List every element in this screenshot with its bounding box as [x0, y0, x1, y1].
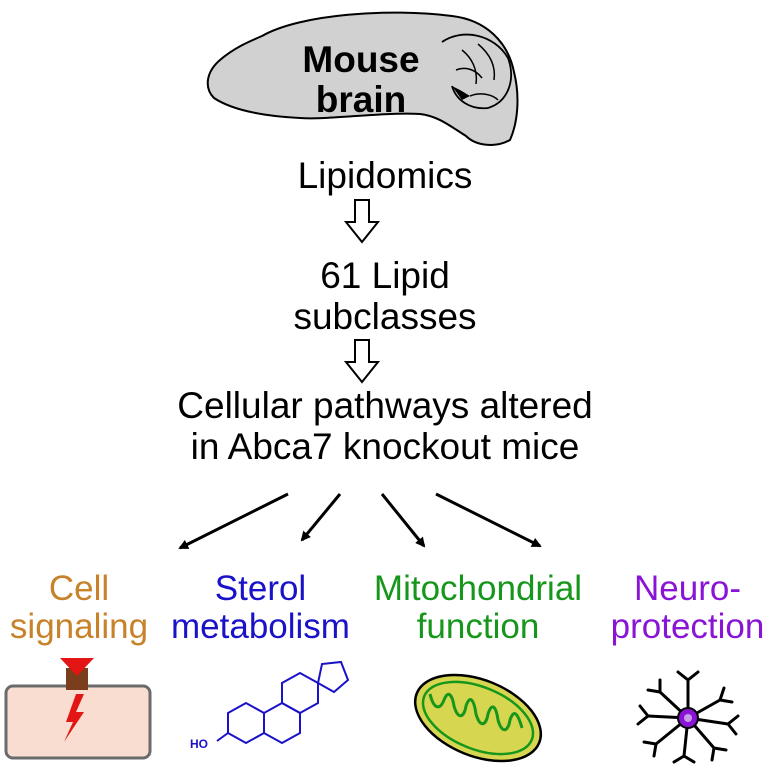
category-neuroprotection: Neuro- protection	[604, 570, 771, 646]
astrocyte-nucleus-core	[684, 714, 692, 722]
mouse-brain-icon	[206, 11, 519, 146]
category-cell-signaling-line2: signaling	[9, 607, 149, 646]
category-cell-signaling-line1: Cell	[48, 569, 110, 608]
sterol-hydroxyl-label: HO	[190, 737, 208, 751]
brain-label-line1: Mouse	[302, 39, 420, 80]
step-pathways-line2: in Abca7 knockout mice	[190, 426, 580, 467]
category-mito-line1: Mitochondrial	[373, 569, 583, 608]
category-neuro-line1: Neuro-	[634, 569, 741, 608]
brain-label: Mouse brain	[251, 40, 471, 120]
sterol-structure-icon	[216, 660, 350, 745]
category-mitochondrial-function: Mitochondrial function	[362, 570, 594, 646]
arrow-to-mitochondria	[380, 493, 426, 548]
step-pathways-line1: Cellular pathways altered	[177, 385, 593, 426]
category-sterol-line2: metabolism	[171, 607, 350, 646]
category-sterol-line1: Sterol	[214, 569, 307, 608]
category-sterol-metabolism: Sterol metabolism	[158, 570, 363, 646]
step-cellular-pathways: Cellular pathways altered in Abca7 knock…	[85, 385, 685, 467]
step-lipidomics: Lipidomics	[297, 155, 473, 196]
step-lipid-subclasses: 61 Lipid subclasses	[235, 255, 535, 337]
step-subclasses-line2: subclasses	[293, 296, 477, 337]
cell-membrane-lightning-icon	[4, 658, 152, 760]
step-subclasses-line1: 61 Lipid	[320, 255, 450, 296]
mitochondrion-icon	[413, 673, 543, 763]
category-cell-signaling: Cell signaling	[0, 570, 158, 646]
category-mito-line2: function	[416, 607, 540, 646]
down-arrow-1	[343, 199, 381, 244]
category-neuro-line2: protection	[610, 607, 765, 646]
arrow-to-cell-signaling	[178, 492, 289, 550]
down-arrow-2	[343, 339, 381, 384]
brain-label-line2: brain	[315, 79, 407, 120]
arrow-to-neuroprotection	[435, 492, 542, 548]
arrow-to-sterol	[300, 493, 342, 542]
